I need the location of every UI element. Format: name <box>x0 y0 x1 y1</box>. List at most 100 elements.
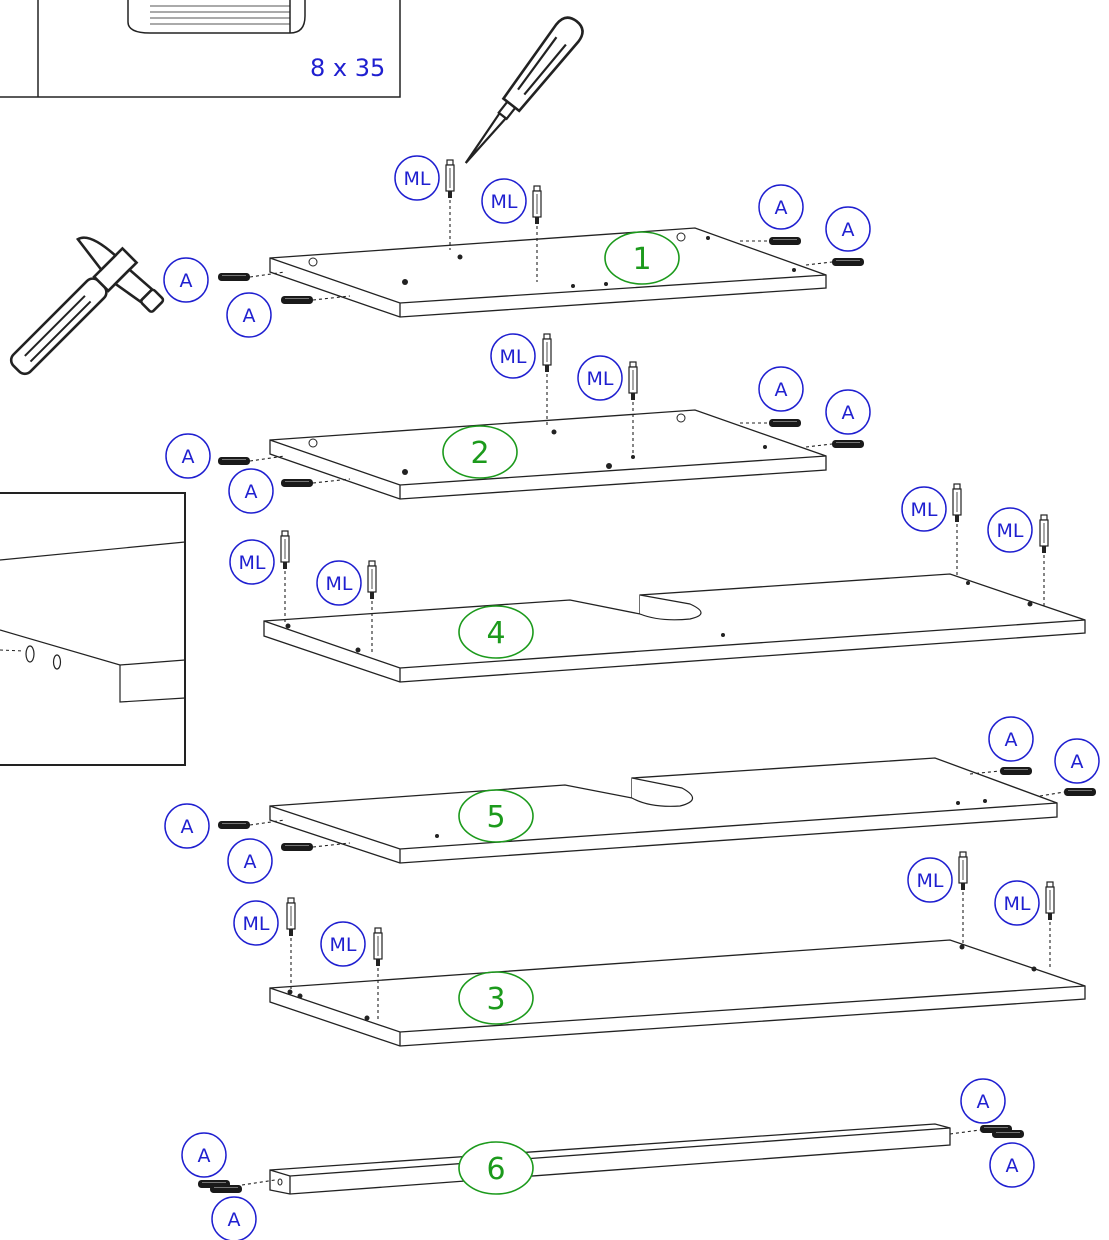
svg-text:ML: ML <box>917 870 944 892</box>
ml-callout: ML <box>394 155 440 201</box>
svg-text:A: A <box>775 197 788 219</box>
svg-text:A: A <box>842 402 855 424</box>
a-callout: A <box>1054 738 1100 784</box>
svg-text:ML: ML <box>500 346 527 368</box>
dowel-icon <box>217 272 251 282</box>
dowel-icon <box>280 478 314 488</box>
dowel-icon <box>280 842 314 852</box>
panel-number-5: 5 <box>486 800 505 835</box>
svg-text:A: A <box>1071 751 1084 773</box>
svg-text:ML: ML <box>404 168 431 190</box>
svg-text:ML: ML <box>239 552 266 574</box>
panel-4: 4 <box>263 573 1086 683</box>
a-callout: A <box>825 389 871 435</box>
a-callout: A <box>825 206 871 252</box>
ml-callout: ML <box>316 560 362 606</box>
svg-text:A: A <box>243 305 256 327</box>
panel-number-6: 6 <box>486 1152 505 1187</box>
a-callout: A <box>164 803 210 849</box>
svg-text:A: A <box>180 270 193 292</box>
dowel-icon <box>209 1184 243 1194</box>
dowel-icon <box>217 456 251 466</box>
ml-callout: ML <box>987 507 1033 553</box>
ml-callout: ML <box>907 857 953 903</box>
detail-inset <box>0 492 186 766</box>
svg-text:A: A <box>1005 729 1018 751</box>
cam-bolt-icon <box>542 333 552 373</box>
dowel-icon <box>831 257 865 267</box>
screwdriver-icon <box>464 16 584 164</box>
svg-text:A: A <box>245 481 258 503</box>
ml-callout: ML <box>320 921 366 967</box>
svg-text:ML: ML <box>911 499 938 521</box>
panel-number-1: 1 <box>632 242 651 277</box>
a-callout: A <box>227 838 273 884</box>
svg-text:A: A <box>775 379 788 401</box>
dowel-icon <box>831 439 865 449</box>
dowel-icon <box>991 1129 1025 1139</box>
dowel-icon <box>999 766 1033 776</box>
ml-callout: ML <box>994 880 1040 926</box>
ml-callout: ML <box>481 178 527 224</box>
a-callout: A <box>989 1142 1035 1188</box>
svg-text:ML: ML <box>330 934 357 956</box>
ml-callout: ML <box>577 355 623 401</box>
svg-text:ML: ML <box>326 573 353 595</box>
svg-text:A: A <box>198 1145 211 1167</box>
svg-text:ML: ML <box>243 913 270 935</box>
cam-bolt-icon <box>1045 881 1055 921</box>
dowel-icon <box>217 820 251 830</box>
svg-text:A: A <box>228 1209 241 1231</box>
svg-text:ML: ML <box>1004 893 1031 915</box>
svg-text:A: A <box>244 851 257 873</box>
cam-bolt-icon <box>373 927 383 967</box>
panel-5: 5 <box>269 757 1058 864</box>
dowel-icon <box>768 236 802 246</box>
svg-text:ML: ML <box>997 520 1024 542</box>
dowel-spec-box: 8 x 35 <box>0 0 401 98</box>
cam-bolt-icon <box>1039 514 1049 554</box>
panel-number-4: 4 <box>486 616 505 651</box>
cam-bolt-icon <box>445 159 455 199</box>
ml-callout: ML <box>490 333 536 379</box>
panel-number-3: 3 <box>486 982 505 1017</box>
cam-bolt-icon <box>958 851 968 891</box>
cam-bolt-icon <box>952 483 962 523</box>
ml-callout: ML <box>229 539 275 585</box>
svg-text:A: A <box>977 1091 990 1113</box>
svg-text:A: A <box>182 446 195 468</box>
dowel-icon <box>280 295 314 305</box>
a-callout: A <box>211 1196 257 1240</box>
cam-bolt-icon <box>367 560 377 600</box>
hammer-icon <box>9 236 165 376</box>
svg-text:A: A <box>842 219 855 241</box>
panel-1: 1 <box>269 227 827 318</box>
a-callout: A <box>181 1132 227 1178</box>
svg-text:A: A <box>181 816 194 838</box>
ml-callout: ML <box>901 486 947 532</box>
panel-number-2: 2 <box>470 436 489 471</box>
cam-bolt-icon <box>286 897 296 937</box>
cam-bolt-icon <box>532 185 542 225</box>
a-callout: A <box>758 366 804 412</box>
a-callout: A <box>758 184 804 230</box>
a-callout: A <box>988 716 1034 762</box>
ml-callout: ML <box>233 900 279 946</box>
svg-text:ML: ML <box>587 368 614 390</box>
dowel-icon <box>768 418 802 428</box>
dowel-icon <box>1063 787 1097 797</box>
panel-3: 3 <box>269 939 1086 1047</box>
cam-bolt-icon <box>628 361 638 401</box>
panel-6: 6 <box>269 1123 951 1195</box>
svg-text:A: A <box>1006 1155 1019 1177</box>
a-callout: A <box>228 468 274 514</box>
dowel-icon <box>127 0 306 34</box>
cam-bolt-icon <box>280 530 290 570</box>
svg-text:ML: ML <box>491 191 518 213</box>
a-callout: A <box>165 433 211 479</box>
callouts: ML ML ML ML ML ML ML ML ML ML ML ML A A … <box>163 155 1100 1240</box>
a-callout: A <box>226 292 272 338</box>
dowel-dimension-label: 8 x 35 <box>310 54 385 82</box>
panel-2: 2 <box>269 409 827 500</box>
